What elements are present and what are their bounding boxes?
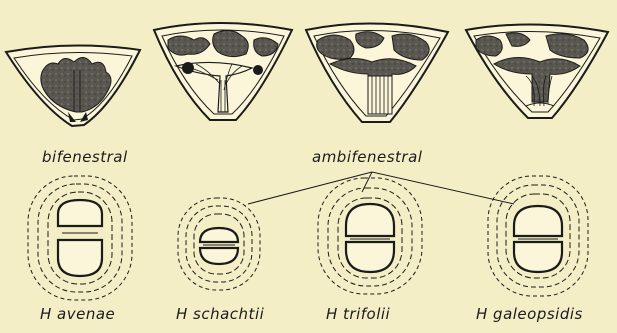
cone-bifenestral	[6, 45, 140, 126]
fenestra-h-trifolii	[318, 178, 422, 294]
cone-ambifenestral-2	[306, 23, 448, 122]
fenestra-h-avenae	[28, 176, 132, 300]
species-label: H galeopsidis	[476, 305, 583, 323]
connector-lines	[248, 172, 514, 204]
label-ambifenestral: ambifenestral	[312, 148, 422, 166]
fenestra-h-galeopsidis	[488, 176, 588, 296]
species-label: H trifolii	[326, 305, 390, 323]
fenestra-h-schachtii	[178, 198, 260, 290]
species-label: H avenae	[40, 305, 115, 323]
cone-ambifenestral-1	[154, 23, 292, 120]
species-label: H schachtii	[176, 305, 264, 323]
cone-ambifenestral-3	[466, 24, 608, 118]
label-bifenestral: bifenestral	[42, 148, 128, 166]
